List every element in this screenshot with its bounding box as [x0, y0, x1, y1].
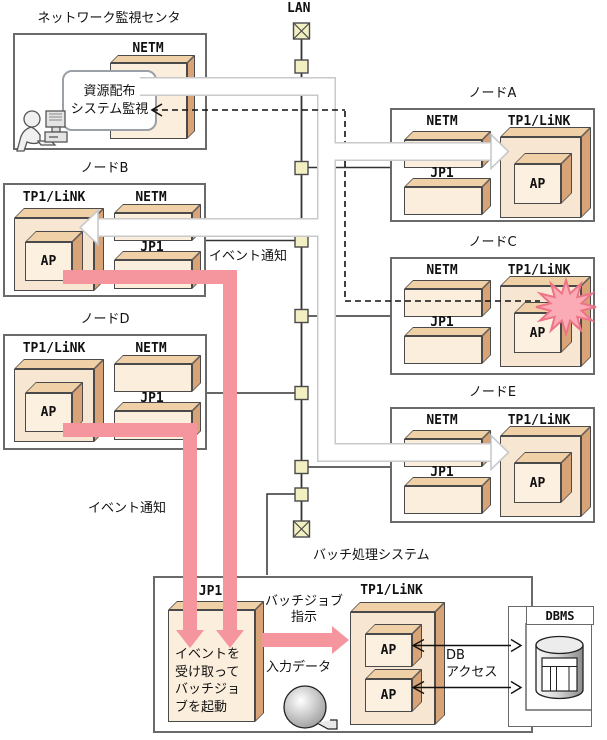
- monitoring-dashed-arrowhead: [150, 103, 163, 117]
- white-arrowheads: [78, 132, 510, 472]
- pink-arrowhead-b: [216, 630, 244, 648]
- batch-jp1-label: JP1: [198, 584, 223, 599]
- lan-terminator-top: [292, 22, 311, 40]
- db-access-arrowhead-right-2: [510, 680, 523, 695]
- database-cylinder-icon: [535, 635, 584, 700]
- node-d-ap-box: AP: [25, 393, 72, 432]
- node-b-ap-box: AP: [25, 242, 72, 281]
- batch-system-title: バッチ処理システム: [313, 548, 430, 563]
- db-access-arrowhead-left-2: [411, 680, 425, 695]
- batch-ap1-box: AP: [365, 634, 412, 667]
- monitoring-center-title: ネットワーク監視センタ: [13, 11, 205, 26]
- node-b-title: ノードB: [80, 161, 129, 176]
- batch-ap1-label: AP: [380, 643, 397, 658]
- operator-body: [16, 126, 41, 152]
- node-e-ap-box: AP: [514, 463, 561, 503]
- node-c-jp1-box: [404, 336, 482, 364]
- input-data-tape-icon: [283, 685, 338, 730]
- node-d-ap-label: AP: [40, 405, 57, 420]
- operator-icon: [16, 110, 68, 152]
- monitoring-netm-label: NETM: [132, 41, 164, 56]
- dbms-inner-bracket: [525, 623, 591, 711]
- batch-jp1-box: イベントを 受け取って バッチジョ ブを起動: [168, 610, 255, 722]
- node-d-title: ノードD: [80, 312, 130, 327]
- batch-jp1-description: イベントを 受け取って バッチジョ ブを起動: [175, 647, 241, 715]
- db-access-arrowhead-right-1: [510, 638, 523, 653]
- event-notice-label-2: イベント通知: [88, 501, 167, 516]
- lan-connector: [294, 459, 309, 475]
- pink-arrowhead-d: [176, 630, 204, 648]
- white-arrowhead-node-a: [490, 132, 510, 171]
- db-access-label: DB アクセス: [446, 648, 498, 680]
- lan-connector: [294, 487, 309, 502]
- lan-connector: [294, 59, 309, 74]
- dbms-tab: DBMS: [526, 606, 594, 625]
- batch-ap2-label: AP: [380, 688, 397, 703]
- node-a-tp1link-label: TP1/LiNK: [507, 114, 571, 129]
- node-d-netm-box: [114, 364, 192, 392]
- node-a-ap-label: AP: [529, 176, 546, 192]
- node-b-netm-label: NETM: [135, 190, 167, 205]
- lan-connector: [294, 385, 309, 401]
- node-c-netm-box: [404, 289, 482, 317]
- node-e-netm-label: NETM: [426, 413, 458, 428]
- pink-arrowhead-instruction: [332, 626, 349, 654]
- lan-connectors: [294, 59, 309, 502]
- node-d-tp1link-label: TP1/LiNK: [22, 341, 86, 356]
- lan-connector: [294, 308, 309, 324]
- node-a-jp1-box: [404, 187, 482, 215]
- white-arrow-bodies: [98, 78, 492, 461]
- batch-ap2-box: AP: [365, 679, 412, 712]
- node-e-jp1-box: [404, 486, 482, 514]
- monitoring-center-title-text: ネットワーク監視センタ: [37, 11, 181, 26]
- node-a-title: ノードA: [468, 86, 517, 101]
- event-arrow-node-d: [63, 423, 197, 631]
- lan-connector: [294, 160, 309, 176]
- db-access-arrows: [411, 638, 523, 695]
- node-c-ap-label: AP: [529, 325, 546, 341]
- batch-job-instruction-label: バッチジョブ 指示: [264, 594, 343, 625]
- resource-distribution-label: 資源配布: [83, 83, 136, 99]
- input-data-label: 入力データ: [266, 660, 332, 675]
- failure-starburst-icon: [535, 276, 597, 338]
- monitoring-dashed-path: [344, 111, 540, 302]
- node-a-ap-box: AP: [514, 164, 561, 204]
- system-monitoring-label: システム監視: [70, 101, 149, 117]
- node-c-tp1link-label: TP1/LiNK: [507, 263, 571, 278]
- pink-arrowheads: [176, 626, 349, 654]
- event-notice-arrows: [63, 270, 333, 647]
- node-c-ap-box: AP: [514, 313, 561, 353]
- event-arrow-node-b: [63, 270, 237, 631]
- db-access-arrowhead-left-1: [411, 638, 425, 653]
- white-arrowhead-node-b: [78, 208, 99, 247]
- white-arrowhead-node-e: [490, 433, 510, 472]
- node-a-netm-label: NETM: [426, 114, 458, 129]
- lan-label: LAN: [287, 1, 311, 16]
- dbms-label: DBMS: [545, 608, 575, 623]
- tap-batch-system: [266, 493, 296, 575]
- node-e-title: ノードE: [468, 385, 517, 400]
- node-c-title: ノードC: [468, 235, 517, 250]
- batch-tp1link-label: TP1/LiNK: [360, 583, 423, 598]
- node-e-tp1link-label: TP1/LiNK: [507, 413, 571, 428]
- node-e-ap-label: AP: [529, 475, 546, 491]
- lan-terminator-bottom: [292, 520, 311, 538]
- node-d-netm-label: NETM: [135, 341, 167, 356]
- event-notice-label-1: イベント通知: [209, 249, 288, 264]
- node-b-tp1link-label: TP1/LiNK: [22, 190, 86, 205]
- node-b-ap-label: AP: [40, 254, 57, 269]
- node-c-netm-label: NETM: [426, 263, 458, 278]
